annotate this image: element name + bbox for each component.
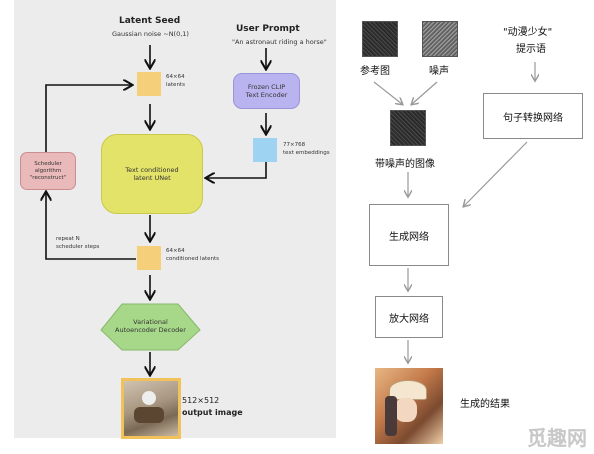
sentence-network-box: 句子转换网络	[483, 93, 583, 139]
latent-seed-subtitle: Gaussian noise ~N(0,1)	[112, 30, 189, 38]
embed-label: text embeddings	[283, 150, 330, 156]
cond-size: 64×64	[166, 248, 185, 254]
result-label: 生成的结果	[460, 399, 510, 410]
latents-square	[137, 72, 161, 96]
arrow-ref-noisy	[373, 81, 402, 104]
reference-image-noise	[362, 21, 398, 57]
output-image	[121, 378, 181, 439]
upscale-network-label: 放大网络	[389, 313, 429, 325]
vae-line1: Variational	[133, 318, 168, 326]
horse-icon	[134, 407, 164, 423]
astronaut-helmet-icon	[142, 391, 156, 405]
scheduler-line3: "reconstruct"	[29, 174, 67, 181]
noisy-image	[390, 110, 426, 146]
repeat-line2: scheduler steps	[56, 244, 100, 250]
unet-line1: Text conditioned	[125, 166, 179, 174]
vae-decoder-shape	[100, 303, 201, 351]
clip-line2: Text Encoder	[245, 91, 288, 99]
arrow-noise-noisy	[412, 81, 438, 104]
user-prompt-text: "An astronaut riding a horse"	[232, 38, 327, 46]
arrow-scheduler-latents	[45, 85, 131, 152]
noise-image	[422, 21, 458, 57]
noise-label: 噪声	[429, 66, 449, 77]
arrow-cond-scheduler	[46, 193, 136, 260]
generate-network-label: 生成网络	[389, 231, 429, 243]
arrow-sentence-generate	[464, 141, 528, 206]
noisy-image-label: 带噪声的图像	[375, 159, 435, 170]
scheduler-box: Scheduler algorithm "reconstruct"	[20, 152, 76, 190]
cond-label: conditioned latents	[166, 256, 219, 262]
sentence-network-label: 句子转换网络	[503, 112, 563, 124]
conditioned-latents-square	[137, 246, 161, 270]
text-embeddings-square	[253, 138, 277, 162]
watermark: 觅趣网	[527, 426, 587, 450]
prompt-line2: 提示语	[516, 44, 546, 55]
latents-label: latents	[166, 82, 185, 88]
user-prompt-title: User Prompt	[236, 24, 300, 34]
hair-icon	[385, 396, 397, 436]
scheduler-line1: Scheduler	[34, 160, 62, 167]
vae-line2: Autoencoder Decoder	[115, 326, 186, 334]
latents-size: 64×64	[166, 74, 185, 80]
ref-image-label: 参考图	[360, 66, 390, 77]
generate-network-box: 生成网络	[369, 204, 449, 266]
upscale-network-box: 放大网络	[375, 296, 443, 338]
result-image	[375, 368, 443, 444]
latent-seed-title: Latent Seed	[119, 16, 181, 26]
embed-size: 77×768	[283, 142, 306, 148]
output-label: output image	[182, 408, 243, 417]
face-icon	[395, 398, 417, 422]
unet-line2: latent UNet	[133, 174, 171, 182]
prompt-line1: "动漫少女"	[503, 27, 553, 38]
output-size: 512×512	[182, 396, 220, 405]
clip-line1: Frozen CLIP	[247, 83, 286, 91]
vae-label: Variational Autoencoder Decoder	[101, 318, 200, 334]
clip-text-encoder: Frozen CLIP Text Encoder	[233, 73, 300, 109]
repeat-line1: repeat N	[56, 236, 80, 242]
unet-box: Text conditioned latent UNet	[101, 134, 203, 214]
arrow-embed-unet	[207, 162, 267, 178]
scheduler-line2: algorithm	[34, 167, 62, 174]
